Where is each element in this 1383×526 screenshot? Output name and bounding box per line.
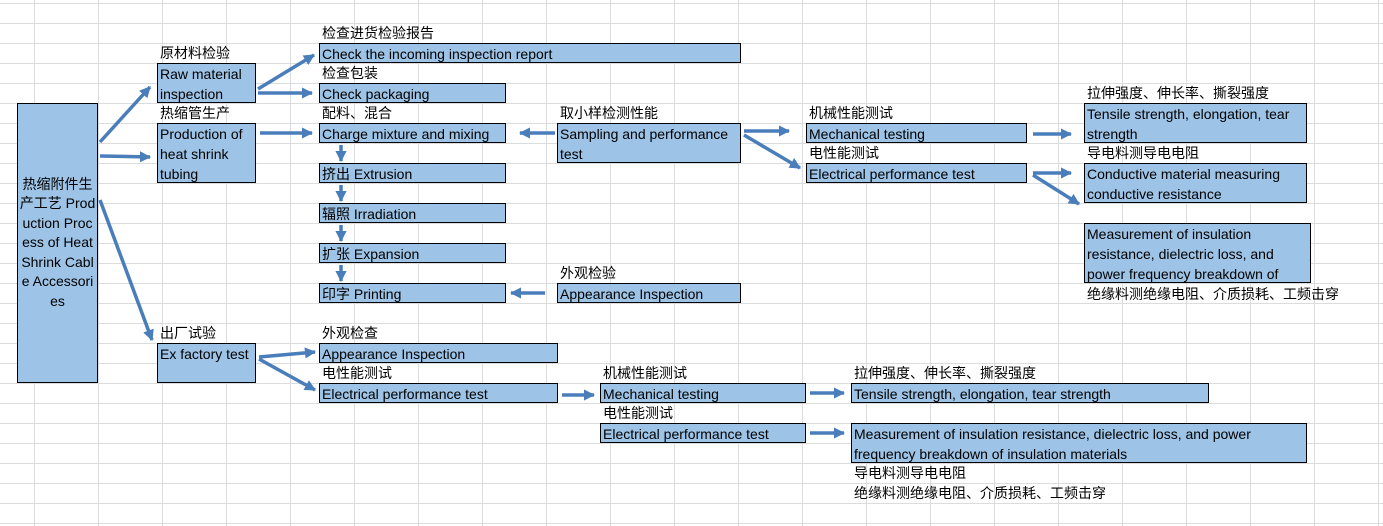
appearance-label-cn: 外观检验 xyxy=(560,265,616,281)
ex-elec2-label-cn: 电性能测试 xyxy=(603,405,673,421)
extrusion-box: 挤出 Extrusion xyxy=(319,163,506,183)
elec-label-cn: 电性能测试 xyxy=(809,145,879,161)
arrow-root-exfactory xyxy=(98,199,154,342)
packaging-box: Check packaging xyxy=(319,83,506,103)
mixing-box: Charge mixture and mixing xyxy=(319,123,506,143)
ex-mech-box: Mechanical testing xyxy=(600,383,806,403)
ex-conductive-label-cn: 导电料测导电电阻 xyxy=(854,465,966,481)
arrow-raw-report xyxy=(257,53,315,91)
ex-tensile-box: Tensile strength, elongation, tear stren… xyxy=(851,383,1209,403)
conductive-label-cn: 导电料测导电电阻 xyxy=(1087,145,1199,161)
tensile-box: Tensile strength, elongation, tear stren… xyxy=(1084,103,1307,143)
incoming-report-box: Check the incoming inspection report xyxy=(319,43,741,63)
arrow-exfactory-appearance xyxy=(258,347,317,359)
packaging-label-cn: 检查包装 xyxy=(322,65,378,81)
appearance-box: Appearance Inspection xyxy=(557,283,741,303)
incoming-report-label-cn: 检查进货检验报告 xyxy=(322,25,434,41)
ex-tensile-label-cn: 拉伸强度、伸长率、撕裂强度 xyxy=(854,365,1036,381)
ex-insulation-box: Measurement of insulation resistance, di… xyxy=(851,423,1307,463)
ex-appearance-box: Appearance Inspection xyxy=(319,343,558,363)
ex-factory-box: Ex factory test xyxy=(157,343,256,383)
irradiation-box: 辐照 Irradiation xyxy=(319,203,506,223)
arrow-root-production xyxy=(99,151,152,163)
mixing-label-cn: 配料、混合 xyxy=(322,105,392,121)
ex-factory-label-cn: 出厂试验 xyxy=(160,325,216,341)
arrow-elec-insulation xyxy=(1032,173,1080,206)
arrow-root-raw xyxy=(98,85,152,144)
elec-box: Electrical performance test xyxy=(806,163,1027,183)
ex-elec-label-cn: 电性能测试 xyxy=(322,365,392,381)
tensile-label-cn: 拉伸强度、伸长率、撕裂强度 xyxy=(1087,85,1269,101)
insulation-label-cn: 绝缘料测绝缘电阻、介质损耗、工频击穿 xyxy=(1087,286,1339,302)
arrow-exfactory-elec xyxy=(258,357,316,392)
raw-material-box: Raw material inspection xyxy=(157,63,256,103)
production-label-cn: 热缩管生产 xyxy=(160,105,230,121)
root-process-box: 热缩附件生产工艺 Production Process of Heat Shri… xyxy=(17,103,98,383)
ex-appearance-label-cn: 外观检查 xyxy=(322,325,378,341)
mech-label-cn: 机械性能测试 xyxy=(809,105,893,121)
sampling-box: Sampling and performance test xyxy=(557,123,741,163)
ex-elec2-box: Electrical performance test xyxy=(600,423,806,443)
arrow-sampling-elec xyxy=(743,133,801,170)
ex-elec-box: Electrical performance test xyxy=(319,383,558,403)
mech-box: Mechanical testing xyxy=(806,123,1027,143)
insulation-box: Measurement of insulation resistance, di… xyxy=(1084,223,1311,283)
expansion-box: 扩张 Expansion xyxy=(319,243,506,263)
sampling-label-cn: 取小样检测性能 xyxy=(560,105,658,121)
printing-box: 印字 Printing xyxy=(319,283,506,303)
production-box: Production of heat shrink tubing xyxy=(157,123,256,183)
conductive-box: Conductive material measuring conductive… xyxy=(1084,163,1307,203)
ex-insulation-label-cn: 绝缘料测绝缘电阻、介质损耗、工频击穿 xyxy=(854,485,1106,501)
ex-mech-label-cn: 机械性能测试 xyxy=(603,365,687,381)
root-label: 热缩附件生产工艺 Production Process of Heat Shri… xyxy=(19,175,96,309)
raw-material-label-cn: 原材料检验 xyxy=(160,45,230,61)
